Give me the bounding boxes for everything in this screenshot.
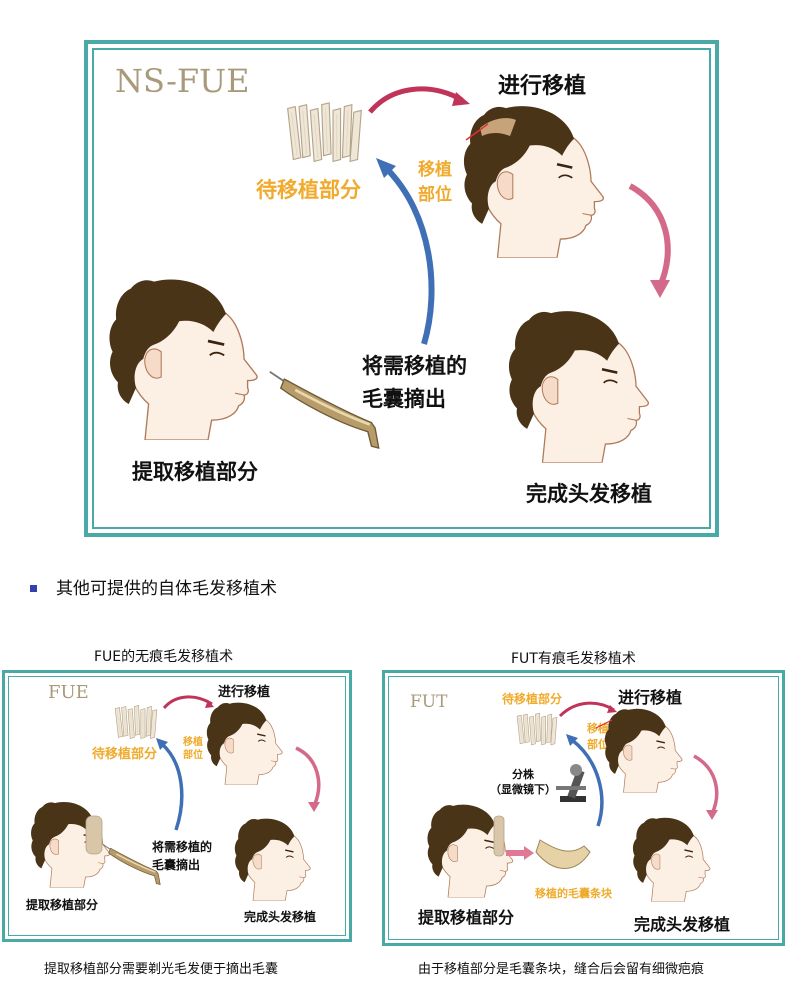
follicle-bundle-icon (516, 712, 558, 746)
head-icon (633, 818, 710, 902)
curved-arrow-icon (383, 165, 435, 345)
main-extract-note-1: 将需移植的 (362, 354, 467, 378)
fut-caption-top: FUT有痕毛发移植术 (511, 651, 636, 667)
fut-site-label-1: 移植 (587, 722, 609, 735)
bullet-square (30, 585, 37, 592)
fue-panel-inner (8, 676, 346, 936)
fue-extract-note-1: 将需移植的 (152, 840, 213, 854)
fut-strip-label: 移植的毛囊条块 (535, 887, 612, 900)
main-step-transplant: 进行移植 (498, 74, 587, 99)
curved-arrow-icon (628, 183, 671, 288)
fue-step-transplant: 进行移植 (218, 685, 271, 700)
curved-arrow-icon (295, 746, 321, 807)
fut-site-label-2: 部位 (587, 738, 609, 751)
fue-site-label-2: 部位 (183, 750, 203, 761)
main-extract-note-2: 毛囊摘出 (362, 387, 446, 411)
fue-step-graft-ready: 待移植部分 (92, 747, 158, 762)
curved-arrow-icon (506, 846, 534, 860)
curved-arrow-icon (570, 738, 604, 827)
fue-extract-note-2: 毛囊摘出 (152, 858, 201, 872)
curved-arrow-icon (693, 754, 719, 815)
fue-caption-bottom: 提取移植部分需要剃光毛发便于摘出毛囊 (44, 962, 279, 977)
bullet-text: 其他可提供的自体毛发移植术 (56, 579, 277, 599)
fue-step-done: 完成头发移植 (244, 910, 317, 924)
fut-split-2: （显微镜下） (490, 783, 556, 796)
fut-split-1: 分株 (512, 768, 534, 781)
fut-step-transplant: 进行移植 (618, 688, 683, 707)
fue-caption-top: FUE的无痕毛发移植术 (94, 649, 234, 665)
follicle-strip-icon (535, 839, 591, 869)
main-step-done: 完成头发移植 (526, 482, 652, 506)
fut-step-extract: 提取移植部分 (418, 908, 515, 927)
curved-arrow-icon (558, 701, 615, 718)
fut-step-graft-ready: 待移植部分 (502, 692, 563, 706)
main-step-extract: 提取移植部分 (132, 460, 258, 484)
fut-step-done: 完成头发移植 (634, 915, 731, 934)
fue-site-label-1: 移植 (183, 737, 203, 748)
fut-panel-title: FUT (410, 692, 448, 712)
main-site-label-2: 部位 (418, 185, 452, 205)
fue-panel-frame (2, 670, 352, 942)
curved-arrow-icon (368, 86, 464, 114)
microscope-icon (556, 764, 586, 802)
fut-caption-bottom: 由于移植部分是毛囊条块，缝合后会留有细微疤痕 (418, 962, 705, 977)
curved-arrow-icon (160, 742, 184, 831)
fue-panel-title: FUE (48, 682, 89, 703)
head-icon (605, 709, 682, 793)
fue-step-extract: 提取移植部分 (26, 898, 99, 912)
main-panel-title: NS-FUE (115, 62, 250, 100)
main-step-graft-ready: 待移植部分 (256, 178, 361, 202)
main-site-label-1: 移植 (418, 160, 452, 180)
